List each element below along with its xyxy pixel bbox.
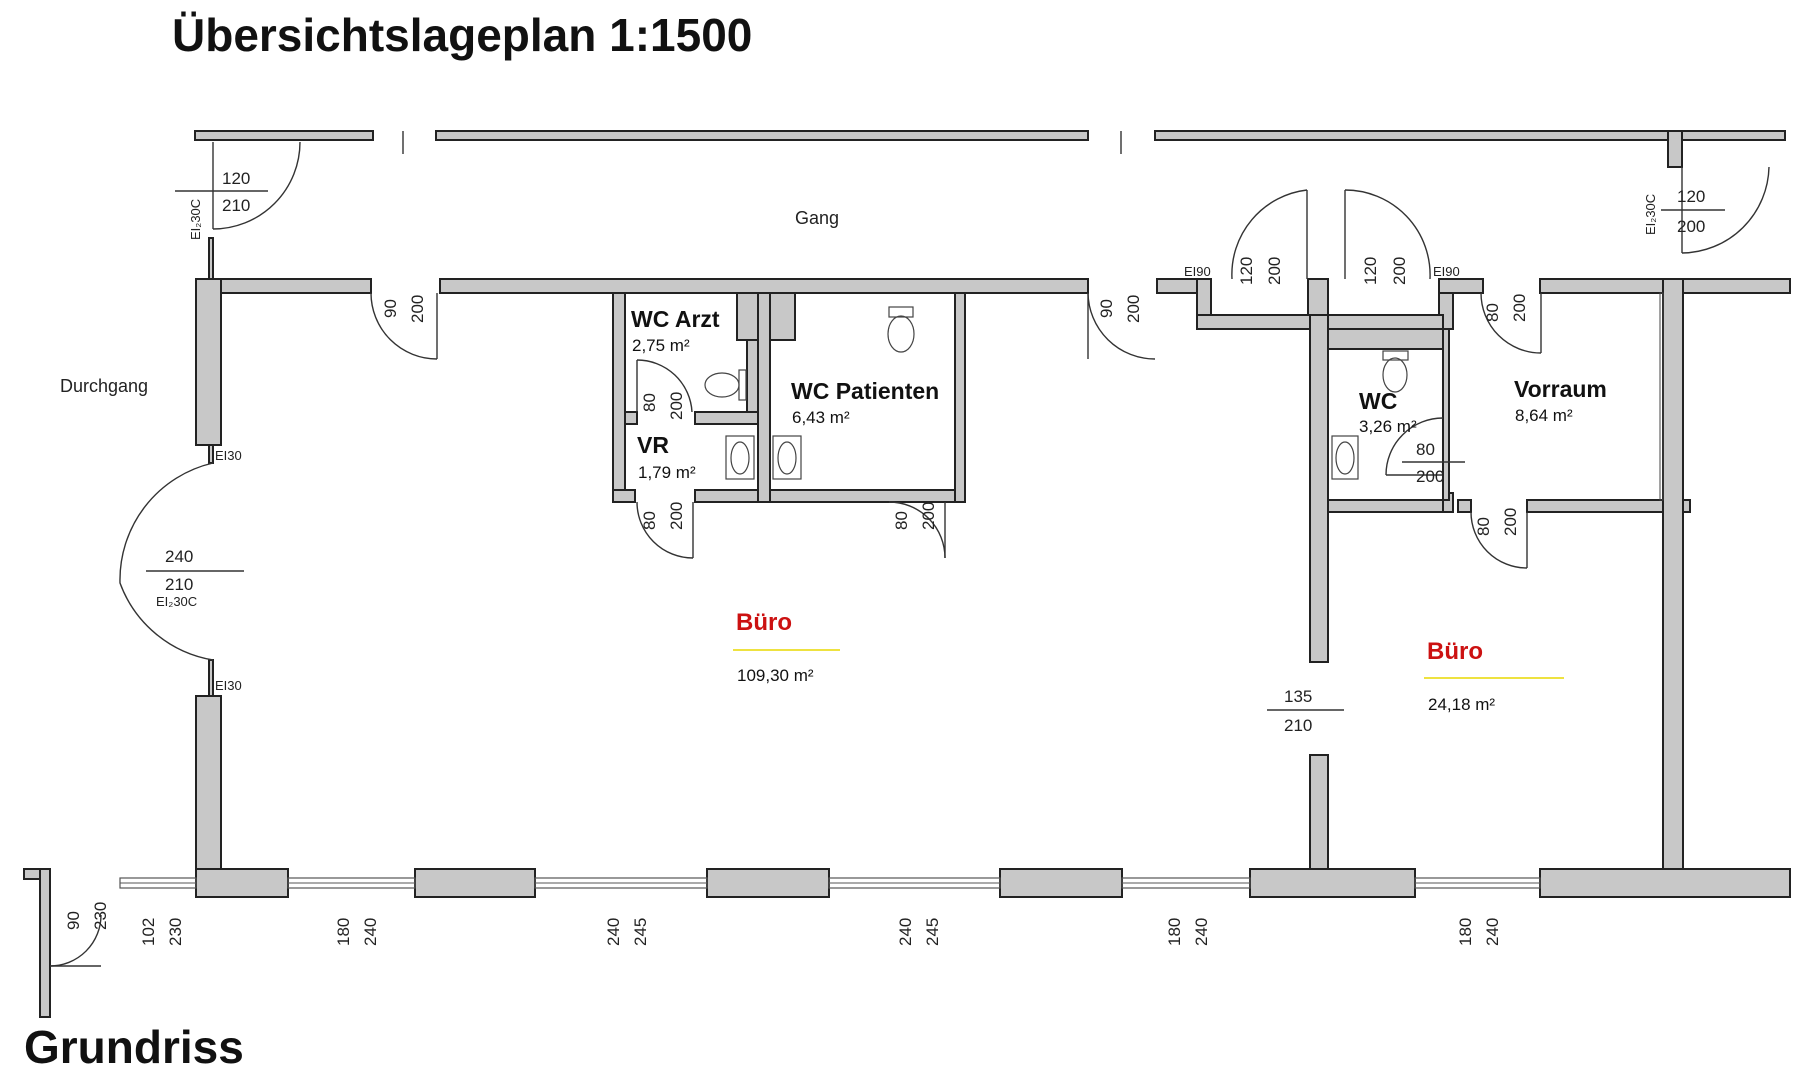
svg-text:200: 200: [1265, 257, 1284, 285]
room-name-vr: VR: [637, 432, 669, 458]
fire-rating-label: EI30: [215, 678, 242, 693]
svg-text:120: 120: [1361, 257, 1380, 285]
door-width: 80: [1416, 440, 1435, 459]
room-area-wc: 3,26 m²: [1359, 417, 1417, 436]
svg-text:240: 240: [361, 918, 380, 946]
svg-text:90: 90: [1097, 299, 1116, 318]
room-area-buero-main: 109,30 m²: [737, 666, 814, 685]
door-height: 210: [222, 196, 250, 215]
door-height: 200: [1677, 217, 1705, 236]
room-name-vorraum: Vorraum: [1514, 376, 1607, 402]
door-swings: [49, 141, 1770, 967]
window-strips: [119, 877, 1541, 889]
svg-text:240: 240: [604, 918, 623, 946]
room-area-wc-arzt: 2,75 m²: [632, 336, 690, 355]
svg-text:200: 200: [1510, 294, 1529, 322]
door-height: 210: [165, 575, 193, 594]
door-height: 200: [1416, 467, 1444, 486]
svg-text:90: 90: [381, 299, 400, 318]
svg-text:80: 80: [640, 511, 659, 530]
washbasin-icon: [725, 435, 1359, 480]
svg-text:230: 230: [91, 902, 110, 930]
room-name-buero-main: Büro: [736, 609, 792, 636]
passage-label: Durchgang: [60, 376, 148, 396]
room-area-vorraum: 8,64 m²: [1515, 406, 1573, 425]
room-area-vr: 1,79 m²: [638, 463, 696, 482]
door-width: 120: [222, 169, 250, 188]
door-dimensions-vertical: 90 200 90 200 120 200 120 200 80 200 80 …: [381, 257, 1529, 536]
svg-text:120: 120: [1237, 257, 1256, 285]
svg-text:80: 80: [892, 511, 911, 530]
fire-rating-label: EI₂30C: [188, 199, 203, 240]
door-height: 210: [1284, 716, 1312, 735]
svg-text:240: 240: [896, 918, 915, 946]
svg-text:102: 102: [139, 918, 158, 946]
svg-text:200: 200: [919, 502, 938, 530]
room-area-wc-patienten: 6,43 m²: [792, 408, 850, 427]
svg-text:200: 200: [1124, 295, 1143, 323]
page-title: Übersichtslageplan 1:1500: [172, 9, 753, 61]
fire-rating-label: EI30: [215, 448, 242, 463]
svg-text:240: 240: [1483, 918, 1502, 946]
svg-text:240: 240: [1192, 918, 1211, 946]
svg-text:180: 180: [334, 918, 353, 946]
corridor-label: Gang: [795, 208, 839, 228]
door-width: 120: [1677, 187, 1705, 206]
svg-text:200: 200: [1501, 508, 1520, 536]
svg-text:200: 200: [667, 392, 686, 420]
svg-text:200: 200: [1390, 257, 1409, 285]
fire-rating-label: EI₂30C: [156, 594, 197, 609]
room-area-buero-right: 24,18 m²: [1428, 695, 1495, 714]
svg-text:230: 230: [166, 918, 185, 946]
svg-text:245: 245: [923, 918, 942, 946]
south-wall: [23, 868, 1791, 1018]
room-name-wc: WC: [1359, 388, 1397, 414]
right-block-walls: [1309, 278, 1691, 870]
room-name-buero-right: Büro: [1427, 638, 1483, 665]
toilet-icon: [704, 306, 1409, 401]
svg-text:200: 200: [408, 295, 427, 323]
corridor-south-wall: [195, 278, 1791, 330]
svg-text:80: 80: [1474, 517, 1493, 536]
sanitary-block-walls: [612, 292, 966, 503]
door-width: 135: [1284, 687, 1312, 706]
room-name-wc-arzt: WC Arzt: [631, 306, 720, 332]
window-dimensions: 90 230 102 230 180 240 240 245 240 245 1…: [64, 902, 1502, 946]
plan-subtitle: Grundriss: [24, 1021, 244, 1073]
corridor-north-wall: [194, 130, 1786, 168]
svg-text:245: 245: [631, 918, 650, 946]
fire-rating-label: EI90: [1184, 264, 1211, 279]
svg-text:200: 200: [667, 502, 686, 530]
svg-text:180: 180: [1456, 918, 1475, 946]
fire-rating-label: EI90: [1433, 264, 1460, 279]
door-width: 240: [165, 547, 193, 566]
svg-text:180: 180: [1165, 918, 1184, 946]
svg-text:80: 80: [640, 393, 659, 412]
fire-rating-label: EI₂30C: [1643, 194, 1658, 235]
west-wall: [195, 237, 222, 897]
svg-text:90: 90: [64, 911, 83, 930]
svg-text:80: 80: [1483, 303, 1502, 322]
room-name-wc-patienten: WC Patienten: [791, 378, 939, 404]
